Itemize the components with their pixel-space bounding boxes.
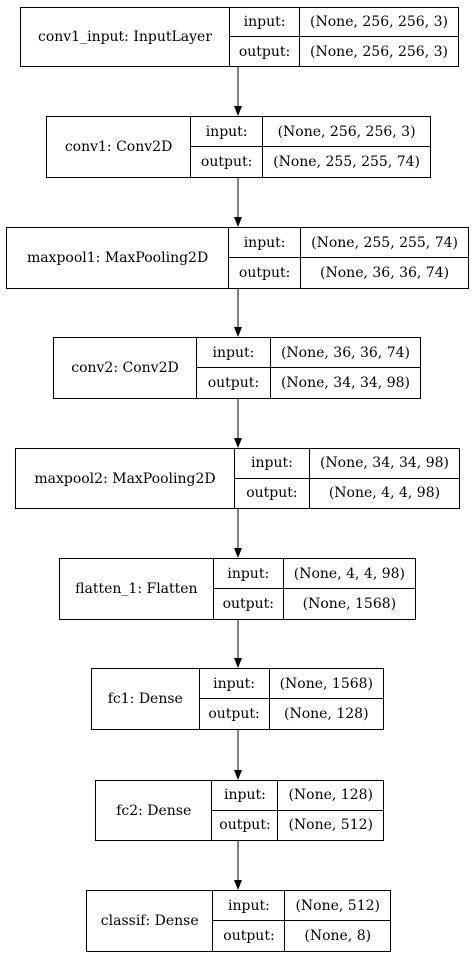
output-shape: (None, 8)	[304, 928, 372, 944]
arrowhead-icon	[234, 438, 242, 448]
layer-name: fc1: Dense	[92, 669, 200, 729]
input-label: input:	[199, 669, 270, 699]
layer-name: classif: Dense	[87, 891, 214, 951]
output-label: output:	[197, 368, 271, 398]
arrowhead-icon	[234, 217, 242, 227]
output-shape: (None, 4, 4, 98)	[328, 485, 441, 502]
output-label: output:	[235, 478, 310, 508]
output-label: output:	[214, 589, 284, 619]
layer-name: conv1: Conv2D	[47, 117, 192, 177]
input-label: input:	[213, 559, 284, 589]
output-shape: (None, 1568)	[302, 596, 397, 612]
input-label: input:	[234, 449, 310, 479]
input-shape: (None, 34, 34, 98)	[309, 449, 459, 479]
arrowhead-icon	[234, 548, 242, 558]
output-shape: (None, 255, 255, 74)	[273, 154, 420, 170]
input-label: input:	[230, 8, 301, 37]
layer-name: conv1_input: InputLayer	[21, 8, 231, 66]
output-shape: (None, 512)	[288, 817, 373, 834]
arrowhead-icon	[234, 658, 242, 668]
output-label: output:	[213, 921, 286, 951]
input-label: input:	[191, 117, 264, 147]
arrowhead-icon	[234, 880, 242, 890]
input-shape: (None, 256, 256, 3)	[300, 8, 458, 37]
layer-name: maxpool2: MaxPooling2D	[16, 449, 235, 508]
layer-name: flatten_1: Flatten	[60, 559, 214, 619]
output-label: output:	[200, 699, 270, 729]
input-label: input:	[196, 338, 271, 368]
output-shape: (None, 36, 36, 74)	[320, 265, 450, 281]
input-shape: (None, 128)	[278, 781, 383, 811]
input-shape: (None, 512)	[285, 891, 390, 921]
arrowhead-icon	[234, 106, 242, 116]
input-shape: (None, 36, 36, 74)	[270, 338, 420, 368]
layer-name: fc2: Dense	[96, 781, 213, 840]
input-shape: (None, 256, 256, 3)	[263, 117, 430, 147]
output-shape: (None, 256, 256, 3)	[310, 43, 448, 60]
layer-name: conv2: Conv2D	[54, 338, 197, 398]
input-label: input:	[229, 228, 302, 258]
layer-name: maxpool1: MaxPooling2D	[7, 228, 230, 288]
output-label: output:	[212, 810, 279, 840]
input-shape: (None, 4, 4, 98)	[283, 559, 415, 589]
output-label: output:	[229, 258, 302, 288]
output-shape: (None, 128)	[284, 706, 369, 722]
input-shape: (None, 1568)	[269, 669, 383, 699]
output-shape: (None, 34, 34, 98)	[280, 375, 410, 391]
input-label: input:	[212, 781, 279, 811]
output-label: output:	[191, 147, 264, 177]
input-label: input:	[213, 891, 286, 921]
output-label: output:	[230, 37, 301, 66]
input-shape: (None, 255, 255, 74)	[301, 228, 468, 258]
arrowhead-icon	[234, 327, 242, 337]
arrowhead-icon	[234, 770, 242, 780]
